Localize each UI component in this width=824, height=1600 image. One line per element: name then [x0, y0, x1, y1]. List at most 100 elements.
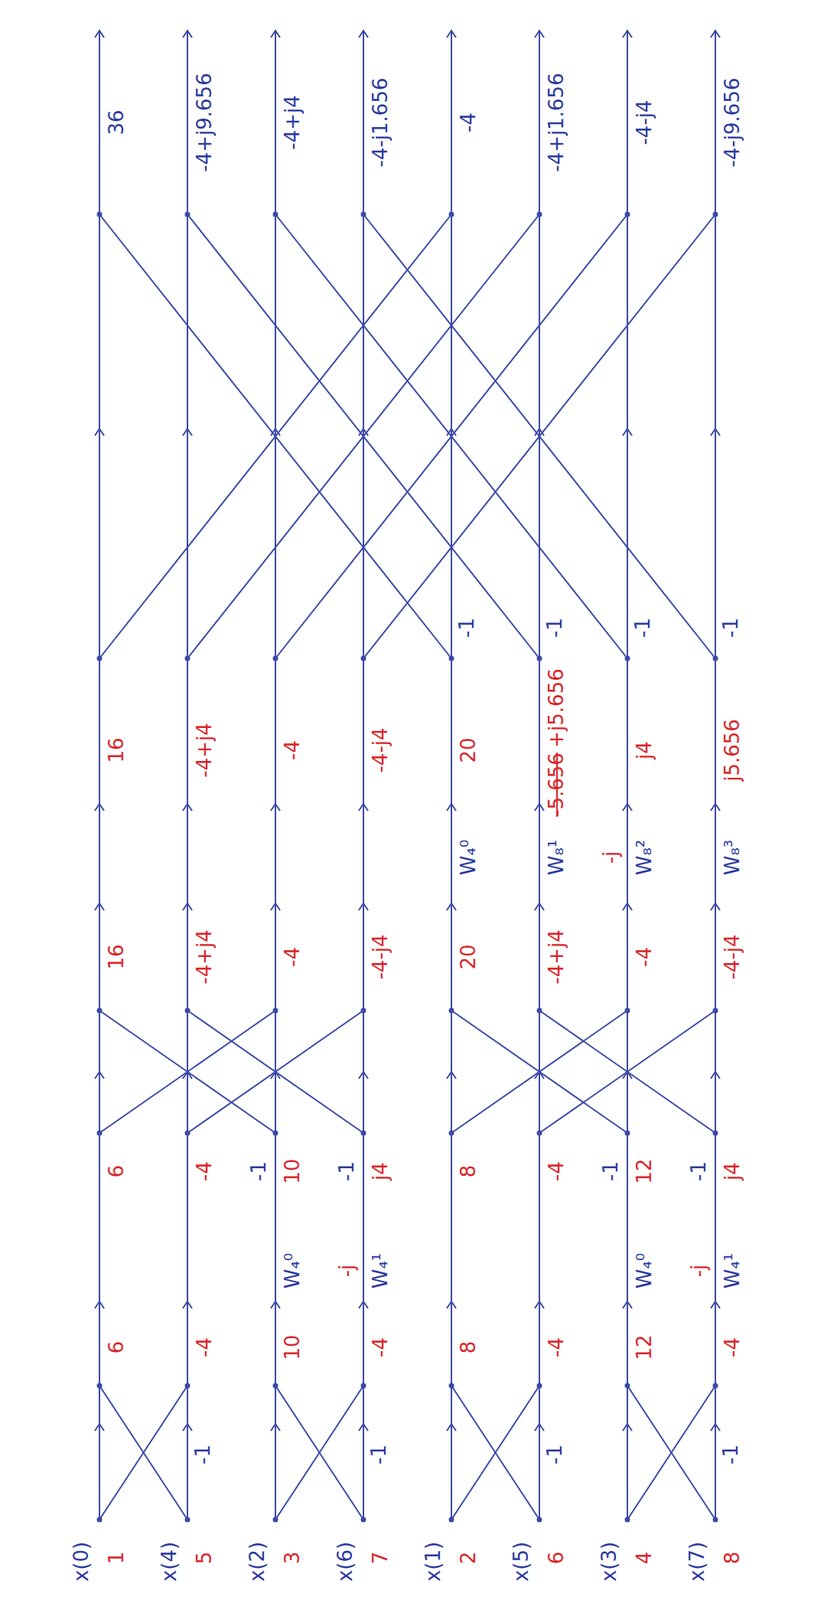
signal-line: [538, 30, 541, 1519]
butterfly-wire: [275, 1384, 364, 1519]
node-dot: [185, 211, 191, 218]
flow-arrow: [270, 1300, 281, 1308]
node-dot: [537, 1516, 543, 1522]
butterfly-sign: -1: [247, 1160, 271, 1181]
twiddle-factor: W₄¹: [720, 1252, 744, 1289]
node-value: -4-j4: [368, 726, 392, 772]
flow-arrow: [622, 1300, 632, 1308]
node-dot: [361, 1516, 367, 1522]
node-dot: [361, 1007, 367, 1013]
node-value: -4: [544, 1336, 568, 1357]
butterfly-wire: [451, 1384, 540, 1519]
butterfly-wire: [275, 1384, 364, 1519]
output-value: -4-j1.656: [368, 78, 392, 168]
node-dot: [449, 1516, 455, 1522]
flow-arrow: [94, 803, 105, 811]
signal-line: [626, 30, 629, 1519]
flow-arrow: [622, 1423, 632, 1430]
output-value: -4+j4: [280, 94, 304, 150]
butterfly-wire: [451, 1009, 628, 1133]
node-dot: [713, 1382, 719, 1388]
flow-arrow: [182, 428, 193, 436]
node-dot: [273, 1382, 279, 1388]
flow-arrow: [446, 30, 456, 38]
flow-arrow: [182, 902, 193, 910]
input-value: 7: [368, 1550, 392, 1564]
signal-line: [450, 30, 453, 1519]
signal-line: [714, 30, 717, 1519]
node-dot: [713, 211, 719, 218]
flow-arrow: [534, 30, 544, 38]
flow-arrow: [182, 803, 193, 811]
flow-arrow: [94, 1300, 105, 1308]
node-value: -4: [632, 946, 656, 967]
node-dot: [97, 1382, 103, 1388]
twiddle-factor: W₄⁰: [632, 1252, 656, 1289]
node-dot: [273, 1007, 279, 1013]
butterfly-wire: [627, 1384, 716, 1519]
butterfly-sign: -1: [455, 617, 479, 638]
butterfly-wire: [363, 214, 716, 658]
flow-arrow: [534, 803, 544, 811]
butterfly-wire: [363, 214, 716, 658]
flow-arrow: [446, 1071, 456, 1079]
flow-arrow: [270, 30, 281, 38]
node-value: j5.656: [720, 718, 744, 782]
node-value: -4: [368, 1336, 392, 1357]
twiddle-factor: W₄⁰: [456, 839, 480, 876]
node-dot: [537, 211, 543, 218]
flow-arrow: [710, 803, 720, 811]
node-dot: [449, 655, 455, 662]
input-name: x(6): [333, 1540, 357, 1581]
twiddle-value: -j: [335, 1263, 359, 1277]
flow-arrow: [534, 1423, 544, 1430]
signal-line: [186, 30, 189, 1519]
butterfly-wire: [99, 1009, 276, 1133]
flow-arrow: [446, 902, 456, 910]
node-dot: [625, 1382, 631, 1388]
flow-arrow: [534, 1071, 544, 1079]
node-dot: [361, 211, 367, 218]
flow-arrow: [182, 1300, 193, 1308]
node-value: -4: [544, 1160, 568, 1181]
butterfly-wire: [99, 214, 452, 658]
node-dot: [625, 1130, 631, 1136]
flow-arrow: [358, 803, 369, 811]
node-dot: [537, 1007, 543, 1013]
output-value: -4-j9.656: [720, 78, 744, 168]
butterfly-wire: [627, 1384, 716, 1519]
flow-arrow: [94, 428, 105, 436]
butterfly-wire: [99, 1384, 188, 1519]
node-value: -4: [280, 739, 304, 760]
flow-arrow: [710, 1071, 720, 1079]
node-dot: [97, 211, 103, 218]
output-value: -4: [456, 112, 480, 133]
input-value: 2: [456, 1550, 480, 1564]
butterfly-wire: [275, 214, 628, 658]
twiddle-value: -j: [599, 850, 623, 864]
node-value: 12: [632, 1157, 656, 1183]
butterfly-sign: -1: [687, 1160, 711, 1181]
twiddle-factor: W₄¹: [368, 1252, 392, 1289]
flow-arrow: [710, 1423, 720, 1430]
node-value: 8: [456, 1340, 480, 1354]
flow-arrow: [622, 803, 632, 811]
flow-arrow: [446, 1300, 456, 1308]
node-dot: [185, 1382, 191, 1388]
node-dot: [273, 211, 279, 218]
node-value: -4+j4: [192, 722, 216, 777]
node-value: -4-j4: [368, 933, 392, 979]
butterfly-wire: [99, 1009, 276, 1133]
flow-arrow: [622, 1071, 632, 1079]
node-value: -4: [720, 1336, 744, 1357]
node-dot: [713, 1007, 719, 1013]
node-dot: [625, 1007, 631, 1013]
node-value: -4: [192, 1160, 216, 1181]
butterfly-wire: [451, 1009, 628, 1133]
flow-arrow: [710, 30, 720, 38]
flow-arrow: [358, 30, 369, 38]
node-dot: [625, 1516, 631, 1522]
flow-arrow: [710, 428, 720, 436]
